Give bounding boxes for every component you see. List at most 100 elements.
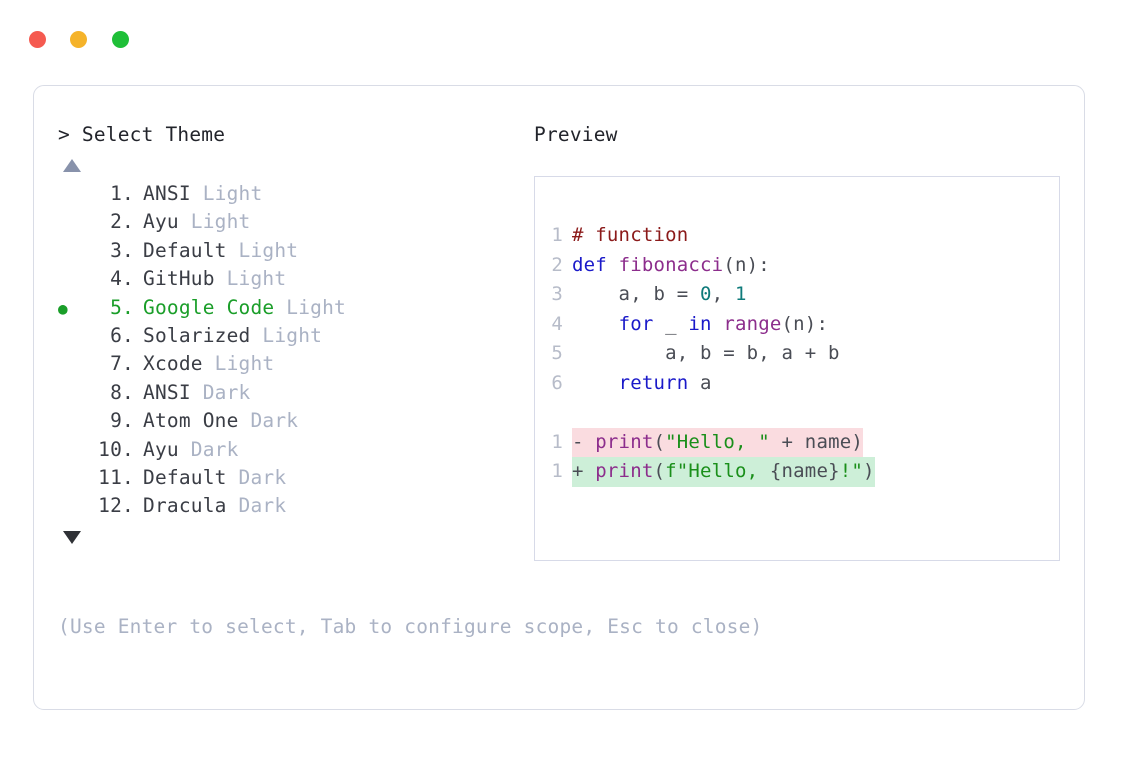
code-token-keyword: for xyxy=(618,312,654,335)
code-token-plain: , xyxy=(711,283,735,305)
theme-name: Default xyxy=(143,238,227,262)
theme-variant: Dark xyxy=(226,494,287,518)
theme-name: Atom One xyxy=(143,409,239,433)
line-number: 6 xyxy=(551,371,563,394)
scroll-down-icon[interactable] xyxy=(63,530,81,544)
theme-name: Solarized xyxy=(143,323,251,347)
theme-name: Google Code xyxy=(143,295,275,319)
theme-list-item[interactable]: ● 5. Google Code Light xyxy=(58,294,528,322)
minimize-window-button[interactable] xyxy=(70,31,87,48)
code-token-plain: a, b = xyxy=(572,283,701,305)
theme-list[interactable]: 1. ANSI Light 2.Ayu Light 3. Default Light… xyxy=(58,180,528,521)
theme-list-item[interactable]: 1. ANSI Light xyxy=(58,180,528,208)
code-token-plain: {name} xyxy=(769,460,840,482)
theme-index: 10. xyxy=(98,437,134,461)
code-spacer xyxy=(551,398,875,428)
code-token-comment: # function xyxy=(572,224,689,246)
theme-list-item[interactable]: 3. Default Light xyxy=(58,237,528,265)
theme-selector-column: > Select Theme 1. ANSI Light 2.Ayu Light … xyxy=(58,120,528,544)
code-line: 6 return a xyxy=(551,369,875,399)
theme-variant: Dark xyxy=(178,437,239,461)
theme-variant: Light xyxy=(214,267,287,291)
preview-title: Preview xyxy=(534,123,618,146)
code-token-plain: ) xyxy=(863,460,875,482)
code-token-builtin: print xyxy=(595,430,654,453)
diff-marker: - xyxy=(572,430,596,453)
line-number: 1 xyxy=(551,224,563,246)
diff-marker: + xyxy=(572,460,596,482)
theme-index: 5. xyxy=(98,295,134,319)
theme-list-item[interactable]: 2.Ayu Light xyxy=(58,208,528,236)
code-token-builtin: range xyxy=(723,312,782,335)
code-token-builtin: print xyxy=(595,460,654,482)
theme-index: 2. xyxy=(98,210,134,234)
theme-list-item[interactable]: 6.Solarized Light xyxy=(58,322,528,350)
code-token-string: f"Hello, xyxy=(665,460,770,482)
theme-list-item[interactable]: 7.Xcode Light xyxy=(58,350,528,378)
theme-index: 9. xyxy=(98,409,134,433)
code-token-plain: (n): xyxy=(781,312,829,335)
code-token-number: 1 xyxy=(734,283,747,305)
theme-index: 11. xyxy=(98,465,134,489)
theme-list-item[interactable]: 9. Atom One Dark xyxy=(58,407,528,435)
code-token-string: !" xyxy=(839,460,864,482)
code-token-plain: _ xyxy=(653,312,689,335)
theme-variant: Light xyxy=(226,238,299,262)
theme-index: 4. xyxy=(98,267,134,291)
theme-variant: Light xyxy=(250,323,323,347)
code-token-plain: a xyxy=(688,371,712,394)
theme-list-item[interactable]: 4. GitHub Light xyxy=(58,265,528,293)
line-number: 1 xyxy=(551,430,563,453)
theme-picker-card: > Select Theme 1. ANSI Light 2.Ayu Light … xyxy=(33,85,1085,710)
diff-content: - print("Hello, " + name) xyxy=(572,427,864,457)
line-number: 4 xyxy=(551,312,563,335)
theme-variant: Light xyxy=(190,182,263,205)
theme-index: 8. xyxy=(98,380,134,404)
theme-variant: Light xyxy=(274,295,346,319)
maximize-window-button[interactable] xyxy=(112,31,129,48)
theme-list-item[interactable]: 10.Ayu Dark xyxy=(58,436,528,464)
theme-name: ANSI xyxy=(143,380,191,404)
theme-index: 12. xyxy=(98,494,134,518)
code-token-plain: + name) xyxy=(769,430,864,453)
code-token-plain: a, b = b, a + b xyxy=(572,342,840,364)
line-number: 5 xyxy=(551,342,563,364)
theme-name: GitHub xyxy=(143,267,215,291)
window-titlebar xyxy=(0,0,1129,74)
code-token-keyword: in xyxy=(688,312,712,335)
code-line: 3 a, b = 0, 1 xyxy=(551,280,875,310)
code-token-keyword: return xyxy=(618,371,689,394)
line-number: 3 xyxy=(551,283,563,305)
theme-variant: Dark xyxy=(238,409,299,433)
code-token-plain: ( xyxy=(653,460,666,482)
prompt-title: > Select Theme xyxy=(58,123,226,146)
code-line: 4 for _ in range(n): xyxy=(551,310,875,340)
code-token-plain xyxy=(572,372,619,394)
code-token-func: fibonacci xyxy=(618,253,724,276)
theme-name: Xcode xyxy=(143,352,203,376)
line-number: 2 xyxy=(551,253,563,276)
scroll-up-icon[interactable] xyxy=(63,159,81,172)
theme-name: Dracula xyxy=(143,494,227,518)
theme-name: Default xyxy=(143,465,227,489)
theme-list-item[interactable]: 11.Default Dark xyxy=(58,464,528,492)
theme-index: 3. xyxy=(98,238,134,262)
diff-line-add: 1+ print(f"Hello, {name}!") xyxy=(551,457,875,487)
code-line: 5 a, b = b, a + b xyxy=(551,339,875,369)
code-token-keyword: def xyxy=(572,253,619,276)
theme-variant: Dark xyxy=(190,380,251,404)
theme-variant: Light xyxy=(178,210,251,234)
theme-name: ANSI xyxy=(143,182,191,205)
code-token-number: 0 xyxy=(700,283,712,305)
diff-line-del: 1 - print("Hello, " + name) xyxy=(551,427,875,457)
selected-bullet-icon: ● xyxy=(58,298,68,318)
theme-list-item[interactable]: 8. ANSI Dark xyxy=(58,379,528,407)
code-token-plain: ( xyxy=(653,430,666,453)
theme-list-item[interactable]: 12. Dracula Dark xyxy=(58,492,528,520)
close-window-button[interactable] xyxy=(29,31,46,48)
theme-index: 1. xyxy=(98,182,134,205)
